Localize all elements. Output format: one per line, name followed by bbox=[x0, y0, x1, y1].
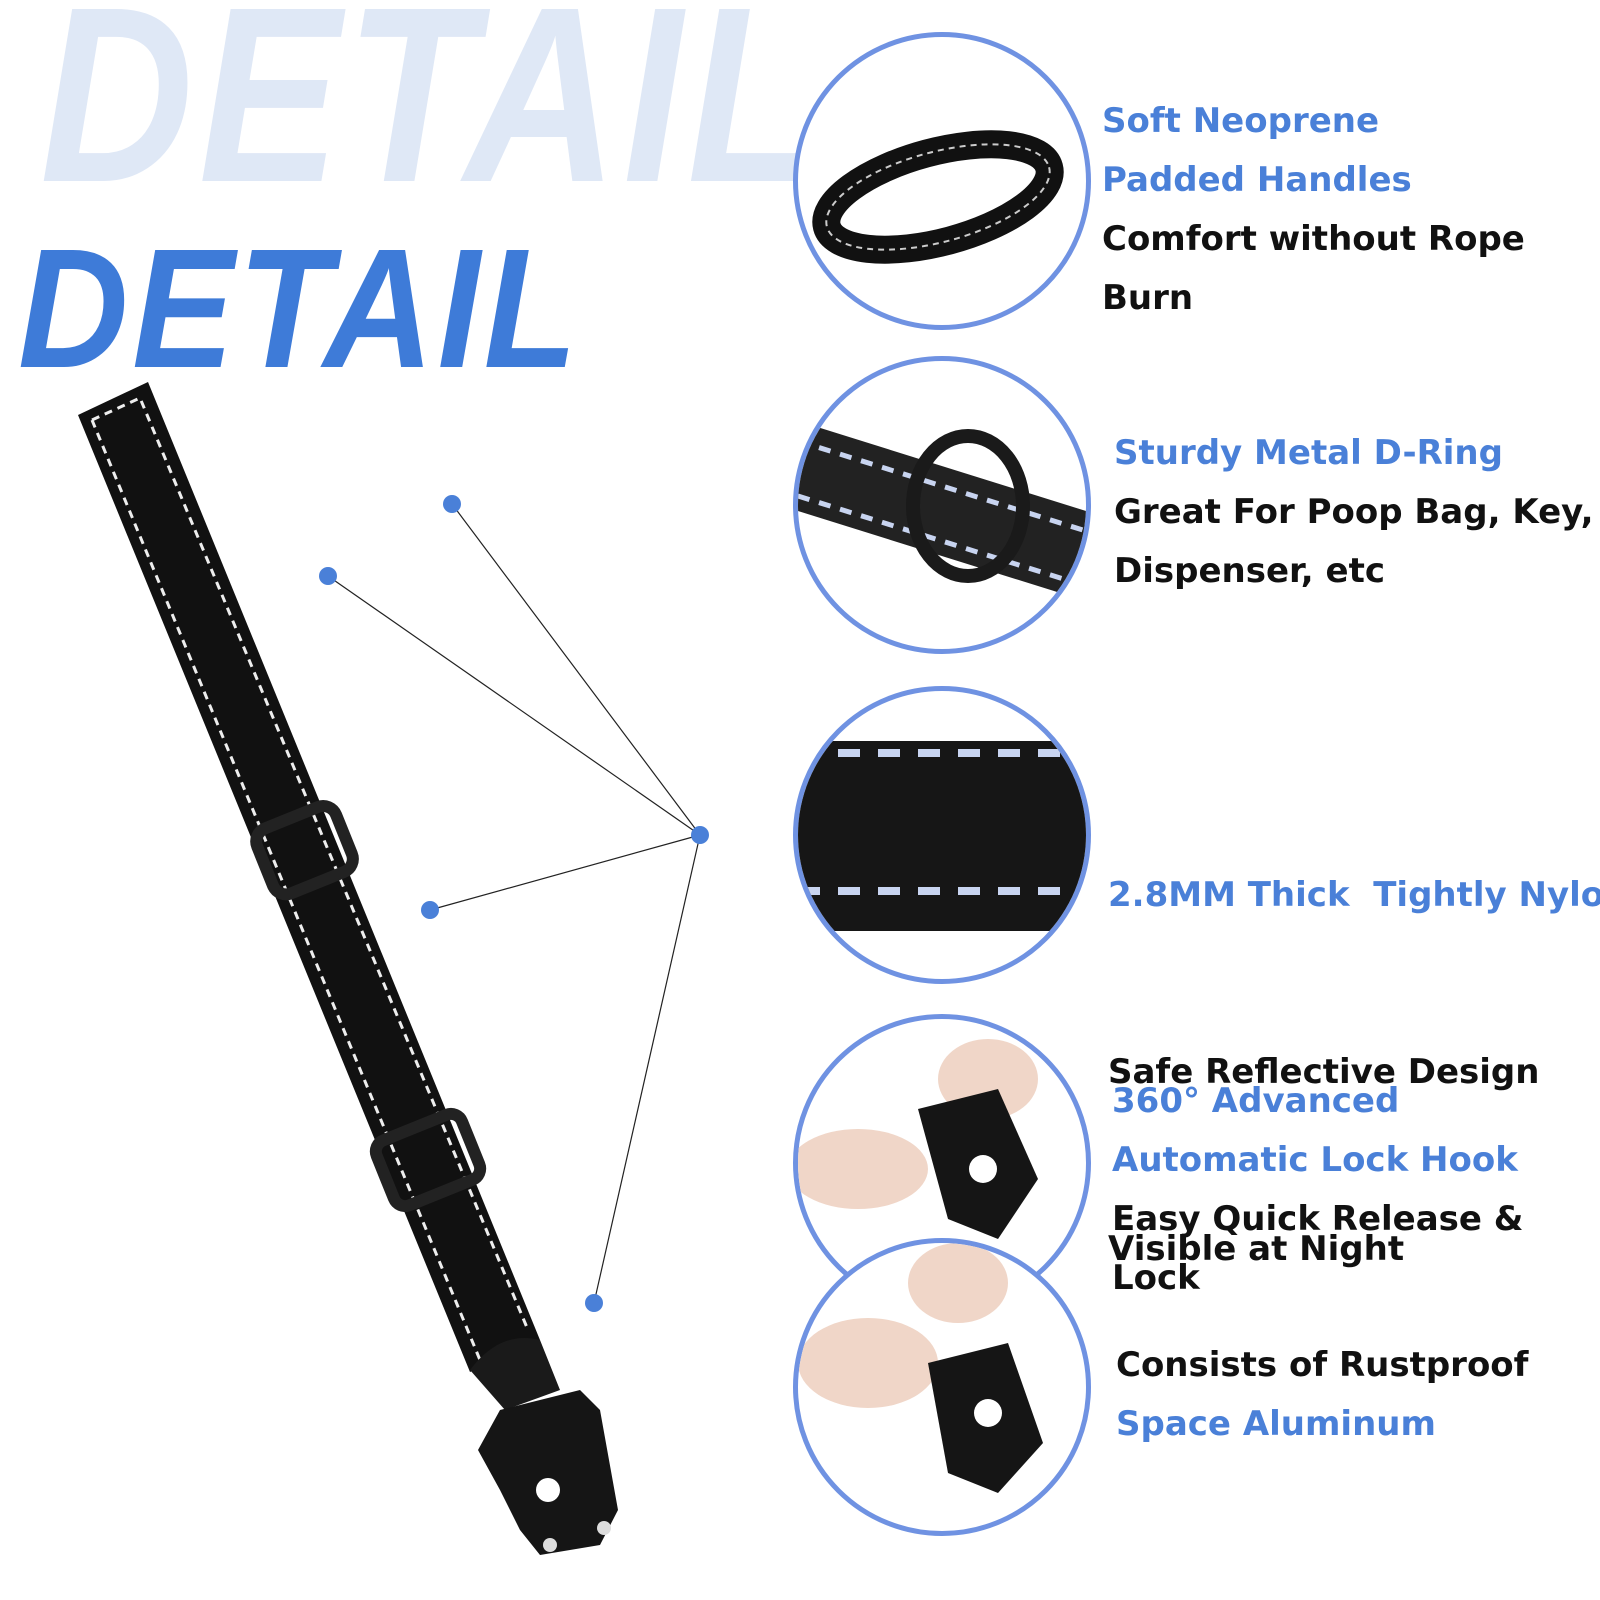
slider-buckle bbox=[369, 1107, 487, 1213]
handle-detail-image bbox=[793, 32, 1091, 330]
feature-heading: Padded Handles bbox=[1102, 160, 1412, 200]
feature-heading: 360° Advanced bbox=[1112, 1081, 1400, 1121]
feature-heading: Space Aluminum bbox=[1116, 1404, 1436, 1444]
feature-description: Visible at Night bbox=[1108, 1229, 1405, 1269]
d-ring bbox=[250, 800, 359, 901]
feature-heading: Automatic Lock Hook bbox=[1112, 1140, 1518, 1180]
nylon-detail-image bbox=[793, 686, 1091, 984]
feature-nylon: 2.8MM Thick Tightly Nylon Safe Reflectiv… bbox=[1108, 748, 1600, 1338]
feature-heading: Sturdy Metal D-Ring bbox=[1114, 433, 1503, 473]
feature-description: Comfort without Rope Burn bbox=[1102, 219, 1525, 318]
lock-hook bbox=[478, 1390, 618, 1555]
d-ring-detail-image bbox=[793, 356, 1091, 654]
background-title: DETAIL bbox=[40, 0, 823, 234]
feature-heading: Soft Neoprene bbox=[1102, 101, 1380, 141]
callout-lines bbox=[327, 503, 701, 1304]
feature-description: Safe Reflective Design bbox=[1108, 1052, 1540, 1092]
detail-title: DETAIL bbox=[18, 214, 581, 404]
feature-aluminum: Consists of Rustproof Space Aluminum bbox=[1116, 1336, 1528, 1454]
feature-description: Great For Poop Bag, Key, bbox=[1114, 492, 1594, 532]
feature-description: Dispenser, etc bbox=[1114, 551, 1386, 591]
callout-dots bbox=[319, 495, 709, 1312]
feature-d-ring: Sturdy Metal D-Ring Great For Poop Bag, … bbox=[1114, 424, 1594, 601]
feature-description: Consists of Rustproof bbox=[1116, 1345, 1529, 1385]
feature-lock-hook: 360° Advanced Automatic Lock Hook Easy Q… bbox=[1112, 1072, 1600, 1308]
feature-description: Easy Quick Release & Lock bbox=[1112, 1199, 1524, 1298]
feature-padded-handle: Soft Neoprene Padded Handles Comfort wit… bbox=[1102, 92, 1600, 328]
leash-image bbox=[78, 382, 618, 1555]
aluminum-hook-detail-image bbox=[793, 1238, 1091, 1536]
feature-heading: 2.8MM Thick Tightly Nylon bbox=[1108, 875, 1600, 915]
